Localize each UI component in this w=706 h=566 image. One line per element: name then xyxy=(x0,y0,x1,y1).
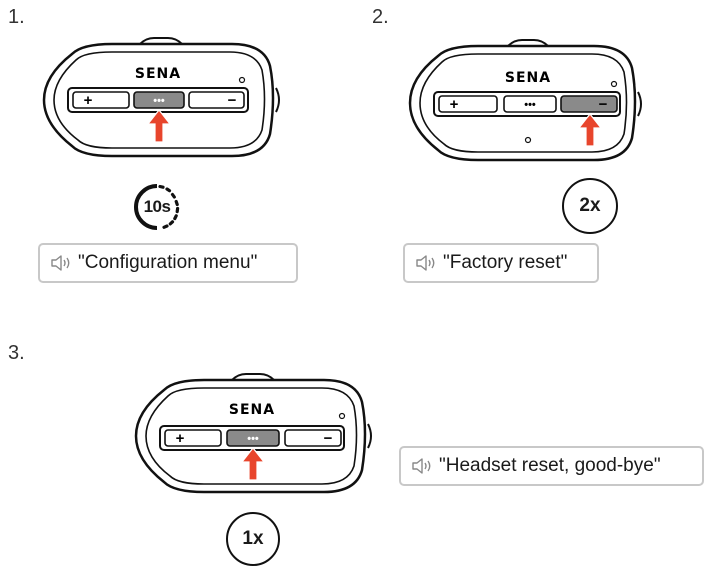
plus-button[interactable] xyxy=(439,96,497,112)
voice-prompt-text: "Factory reset" xyxy=(443,252,567,274)
speaker-icon xyxy=(415,254,437,272)
tap-count-badge: 1x xyxy=(226,512,280,566)
plus-button-label: + xyxy=(176,430,185,447)
tap-count: 1x xyxy=(242,528,263,550)
center-button-label: ••• xyxy=(153,95,165,107)
hold-duration: 10s xyxy=(130,180,184,234)
tap-count-badge: 2x xyxy=(562,178,618,234)
brand-logo: SENA xyxy=(135,66,181,82)
minus-button[interactable] xyxy=(285,430,341,446)
plus-button-label: + xyxy=(84,92,93,109)
voice-prompt-box: "Factory reset" xyxy=(403,243,599,283)
center-button-label: ••• xyxy=(524,99,536,111)
voice-prompt-text: "Configuration menu" xyxy=(78,252,257,274)
headset-illustration: SENA + ••• − xyxy=(42,36,282,164)
brand-logo: SENA xyxy=(229,402,275,418)
step-number: 1. xyxy=(8,6,25,29)
speaker-icon xyxy=(411,457,433,475)
plus-button[interactable] xyxy=(165,430,221,446)
headset-illustration: SENA + ••• − xyxy=(408,38,644,168)
minus-button-label: − xyxy=(599,96,608,113)
headset-device: SENA + ••• − xyxy=(42,36,282,164)
step-number: 3. xyxy=(8,342,25,365)
voice-prompt-box: "Headset reset, good-bye" xyxy=(399,446,704,486)
headset-device: SENA + ••• − xyxy=(134,372,374,500)
voice-prompt-text: "Headset reset, good-bye" xyxy=(439,455,661,477)
brand-logo: SENA xyxy=(505,70,551,86)
plus-button[interactable] xyxy=(73,92,129,108)
tap-count: 2x xyxy=(579,195,600,217)
headset-illustration: SENA + ••• − xyxy=(134,372,374,500)
headset-device: SENA + ••• − xyxy=(408,38,644,168)
plus-button-label: + xyxy=(450,96,459,113)
minus-button-label: − xyxy=(324,430,333,447)
speaker-icon xyxy=(50,254,72,272)
center-button-label: ••• xyxy=(247,433,259,445)
minus-button[interactable] xyxy=(561,96,617,112)
step-number: 2. xyxy=(372,6,389,29)
timer-icon: 10s xyxy=(130,180,184,234)
minus-button-label: − xyxy=(228,92,237,109)
voice-prompt-box: "Configuration menu" xyxy=(38,243,298,283)
